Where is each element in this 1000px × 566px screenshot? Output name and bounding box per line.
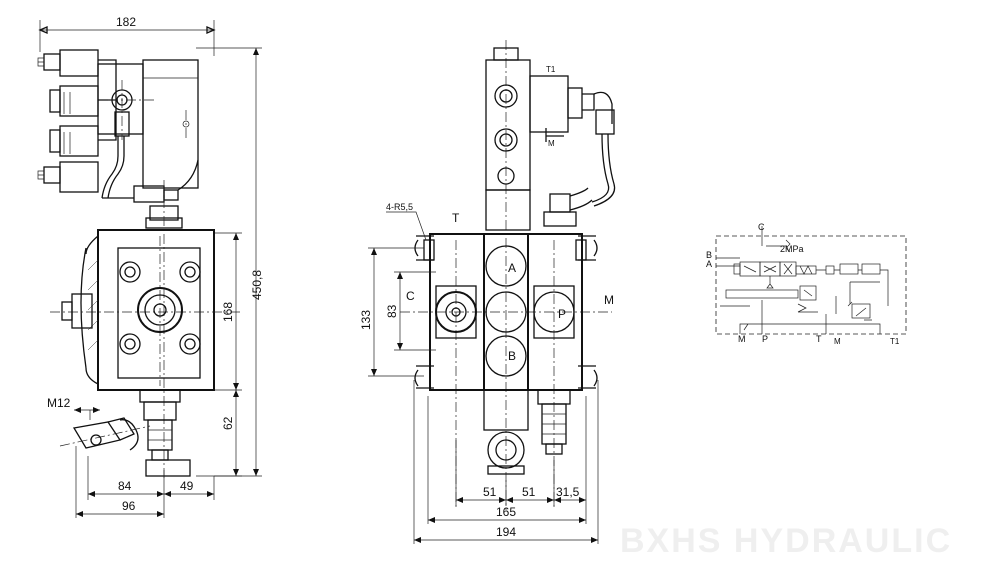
watermark-text: BXHS HYDRAULIC [620, 522, 952, 560]
front-view: T1 M A B P C M 4-R5,5 T [359, 40, 616, 544]
schem-label-m-right: M [834, 337, 841, 346]
dim-m12: M12 [47, 396, 71, 410]
dim-168: 168 [221, 302, 235, 322]
dim-51-b: 51 [522, 485, 536, 499]
dim-84: 84 [118, 479, 132, 493]
side-view: 182 450,8 168 62 [37, 15, 264, 518]
port-a: A [508, 261, 516, 275]
schem-label-p: P [762, 334, 768, 344]
dim-450-8: 450,8 [250, 270, 264, 300]
schem-label-t: T [816, 334, 822, 344]
dim-83: 83 [385, 304, 399, 318]
dim-96: 96 [122, 499, 136, 513]
dim-31-5: 31,5 [556, 485, 580, 499]
hydraulic-schematic: C 2MPa B A M P T M T1 [706, 222, 907, 346]
port-m-front: M [604, 293, 614, 307]
dim-49: 49 [180, 479, 194, 493]
schem-label-b: B [706, 250, 712, 260]
dim-194: 194 [496, 525, 516, 539]
dim-133: 133 [359, 310, 373, 330]
port-c: C [406, 289, 415, 303]
schem-label-a: A [706, 259, 712, 269]
dim-51-a: 51 [483, 485, 497, 499]
port-b: B [508, 349, 516, 363]
label-t1-front: T1 [546, 65, 556, 74]
label-m-front-top: M [548, 139, 555, 148]
label-t-front: T [452, 211, 460, 225]
dim-62: 62 [221, 416, 235, 430]
schem-label-2mpa: 2MPa [780, 244, 804, 254]
label-4-r5-5: 4-R5,5 [386, 202, 413, 212]
port-p: P [558, 307, 566, 321]
schem-label-t1: T1 [890, 337, 900, 346]
dim-182: 182 [116, 15, 136, 29]
schem-label-c: C [758, 222, 765, 232]
dim-165: 165 [496, 505, 516, 519]
schem-label-m-left: M [738, 334, 746, 344]
